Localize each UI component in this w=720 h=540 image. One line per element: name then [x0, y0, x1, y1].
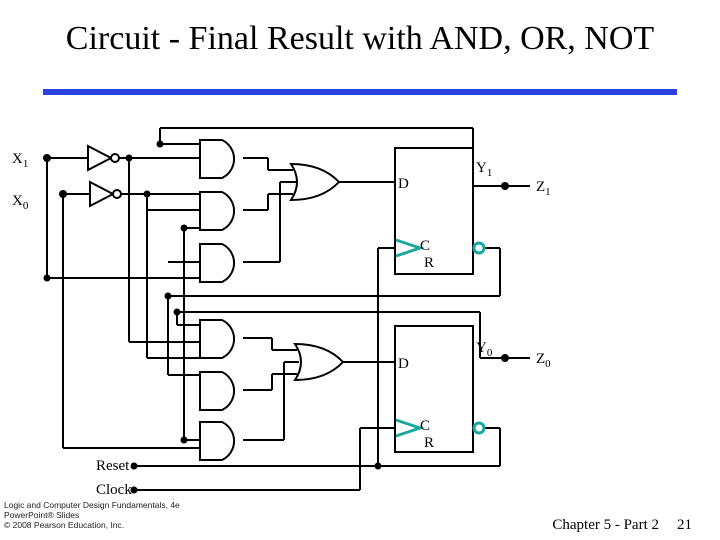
page-number: 21: [677, 517, 692, 533]
clock-triangle-top: [395, 238, 425, 258]
output-z0-label: Z0: [536, 351, 551, 370]
reset-bubble-top: [472, 241, 486, 255]
reset-bubble-bottom: [472, 421, 486, 435]
junction-dot: [130, 486, 138, 494]
junction-dot: [43, 154, 51, 162]
ff-bottom-q-label: Y0: [476, 340, 493, 359]
ff-bottom-d-label: D: [398, 356, 409, 372]
and-gate-3: [199, 243, 235, 283]
and-gates: [199, 139, 235, 461]
publisher-credit: Logic and Computer Design Fundamentals, …: [4, 500, 180, 530]
flip-flops: [394, 147, 474, 453]
credit-line: Logic and Computer Design Fundamentals, …: [4, 500, 180, 510]
ff-top-d-label: D: [398, 176, 409, 192]
junction-dot: [173, 308, 181, 316]
ff-top-q-label: Y1: [476, 160, 492, 179]
not-gate-x1: [87, 144, 114, 172]
credit-line: PowerPoint® Slides: [4, 510, 80, 520]
chapter-label: Chapter 5 - Part 2: [552, 517, 659, 533]
junction-dot: [501, 182, 509, 190]
or-gates: [289, 162, 345, 382]
wires: [46, 127, 530, 491]
and-gate-2: [199, 191, 235, 231]
not-gate-bubble: [112, 189, 122, 199]
slide-title: Circuit - Final Result with AND, OR, NOT: [65, 20, 655, 57]
junction-dot: [59, 190, 67, 198]
and-gate-1: [199, 139, 235, 179]
junction-dot: [125, 154, 133, 162]
or-gate-2: [293, 342, 345, 382]
ff-top-r-label: R: [424, 255, 434, 271]
and-gate-6: [199, 421, 235, 461]
ff-clock-and-reset: [395, 238, 486, 438]
junction-dot: [156, 140, 164, 148]
inverters: [87, 144, 122, 208]
junction-dot: [180, 224, 188, 232]
input-x0-label: X0: [12, 193, 29, 212]
ff-bottom-c-label: C: [420, 418, 430, 434]
not-gate-bubble: [110, 153, 120, 163]
and-gate-5: [199, 371, 235, 411]
junction-dot: [43, 274, 51, 282]
or-gate-1: [289, 162, 341, 202]
junction-dot: [374, 462, 382, 470]
not-gate-x0: [89, 180, 116, 208]
junction-dot: [130, 462, 138, 470]
ff-top-c-label: C: [420, 238, 430, 254]
slide-footer: Chapter 5 - Part 2 21: [552, 517, 692, 534]
reset-label: Reset: [96, 458, 130, 474]
junction-dot: [501, 354, 509, 362]
and-gate-4: [199, 319, 235, 359]
ff-bottom-r-label: R: [424, 435, 434, 451]
clock-triangle-bottom: [395, 418, 425, 438]
title-rule: [43, 89, 677, 95]
clock-label: Clock: [96, 482, 132, 498]
junction-dot: [164, 292, 172, 300]
credit-line: © 2008 Pearson Education, Inc.: [4, 520, 125, 530]
junction-dots: [43, 140, 509, 494]
output-z1-label: Z1: [536, 179, 551, 198]
junction-dot: [180, 436, 188, 444]
junction-dot: [143, 190, 151, 198]
input-x1-label: X1: [12, 151, 28, 170]
